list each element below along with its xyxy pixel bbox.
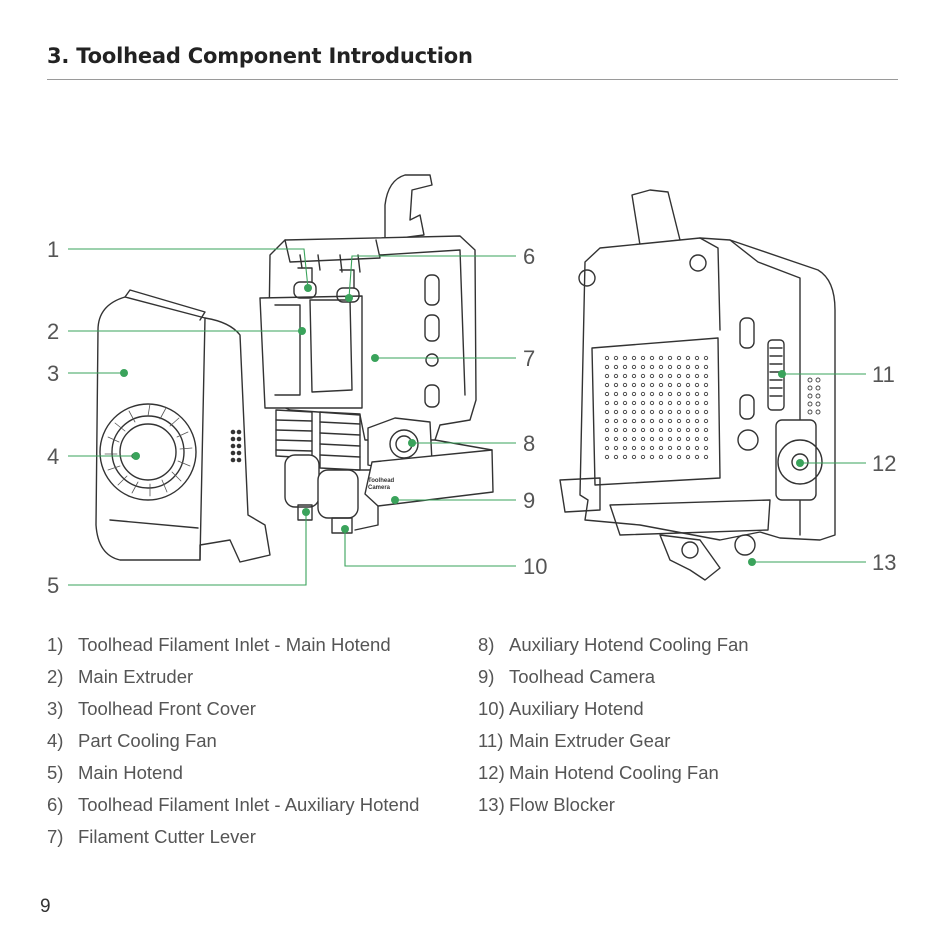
legend-label: Part Cooling Fan <box>78 730 217 751</box>
callout-1: 1 <box>47 237 59 262</box>
callout-4: 4 <box>47 444 59 469</box>
callout-10: 10 <box>523 554 547 579</box>
legend-label: Main Hotend Cooling Fan <box>509 762 719 783</box>
callout-11: 11 <box>872 362 895 387</box>
legend-left-column: 1)Toolhead Filament Inlet - Main Hotend … <box>47 632 419 856</box>
vent-grid <box>604 355 709 460</box>
legend-item: 2) Main Extruder <box>47 664 419 696</box>
legend-label: Toolhead Front Cover <box>78 698 256 719</box>
leader-lines <box>68 248 866 586</box>
page-number: 9 <box>40 896 51 917</box>
callout-6: 6 <box>523 244 535 269</box>
legend-item: 13)Flow Blocker <box>478 792 749 824</box>
legend-label: Filament Cutter Lever <box>78 826 256 847</box>
legend-label: Flow Blocker <box>509 794 615 815</box>
callout-5: 5 <box>47 573 59 598</box>
legend-number: 9) <box>478 666 495 687</box>
toolhead-front-illustration <box>259 174 494 534</box>
callout-9: 9 <box>523 488 535 513</box>
legend-item: 11)Main Extruder Gear <box>478 728 749 760</box>
legend-number: 1) <box>47 634 64 655</box>
legend-number: 2) <box>47 666 64 687</box>
legend-label: Toolhead Filament Inlet - Auxiliary Hote… <box>78 794 420 815</box>
legend-number: 3) <box>47 698 64 719</box>
legend-item: 5) Main Hotend <box>47 760 419 792</box>
callout-7: 7 <box>523 346 535 371</box>
legend-item: 6) Toolhead Filament Inlet - Auxiliary Ho… <box>47 792 419 824</box>
callout-13: 13 <box>872 550 896 575</box>
callout-12: 12 <box>872 451 896 476</box>
callout-8: 8 <box>523 431 535 456</box>
legend-number: 12) <box>478 762 505 783</box>
legend-label: Auxiliary Hotend <box>509 698 644 719</box>
legend-number: 8) <box>478 634 495 655</box>
legend-label: Toolhead Camera <box>509 666 656 687</box>
legend-number: 13) <box>478 794 505 815</box>
legend-item: 10)Auxiliary Hotend <box>478 696 749 728</box>
legend-number: 7) <box>47 826 64 847</box>
leader-dots <box>120 284 804 566</box>
legend-label: Main Extruder <box>78 666 194 687</box>
legend-label: Auxiliary Hotend Cooling Fan <box>509 634 749 655</box>
page-title: 3. Toolhead Component Introduction <box>47 44 473 68</box>
legend-item: 4) Part Cooling Fan <box>47 728 419 760</box>
callout-3: 3 <box>47 361 59 386</box>
camera-label-line2: Camera <box>368 485 391 491</box>
camera-label-line1: Toolhead <box>368 478 395 484</box>
legend-number: 5) <box>47 762 64 783</box>
legend-item: 12)Main Hotend Cooling Fan <box>478 760 749 792</box>
legend-item: 1) Toolhead Filament Inlet - Main Hotend <box>47 632 419 664</box>
legend-label: Main Hotend <box>78 762 183 783</box>
front-cover-illustration <box>95 289 271 563</box>
legend-item: 3) Toolhead Front Cover <box>47 696 419 728</box>
legend-item: 9) Toolhead Camera <box>478 664 749 696</box>
legend-label: Toolhead Filament Inlet - Main Hotend <box>78 634 391 655</box>
legend-right-column: 8) Auxiliary Hotend Cooling Fan 9) Toolhea… <box>478 632 749 824</box>
legend-item: 7) Filament Cutter Lever <box>47 824 419 856</box>
legend-number: 10) <box>478 698 505 719</box>
legend-number: 6) <box>47 794 64 815</box>
callout-2: 2 <box>47 319 59 344</box>
legend-label: Main Extruder Gear <box>509 730 671 751</box>
legend-item: 8) Auxiliary Hotend Cooling Fan <box>478 632 749 664</box>
toolhead-back-illustration <box>559 189 836 581</box>
title-divider <box>47 79 898 80</box>
legend-number: 11) <box>478 730 504 751</box>
legend-number: 4) <box>47 730 64 751</box>
